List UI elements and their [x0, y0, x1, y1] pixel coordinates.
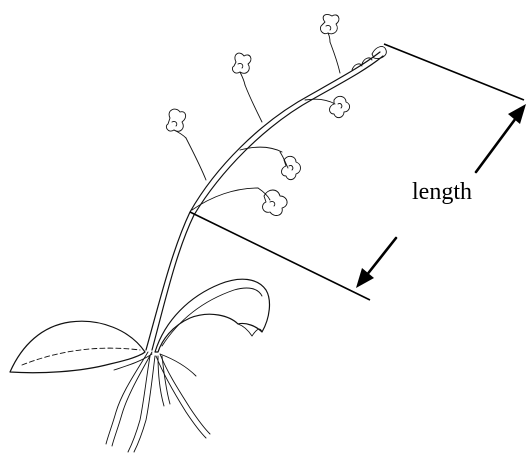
right-leaves	[155, 279, 269, 352]
flower-left-upper	[232, 53, 262, 122]
left-leaf	[10, 321, 145, 372]
flower-middle-right	[240, 147, 301, 179]
flower-stem	[146, 52, 383, 350]
flower-lower	[192, 188, 287, 215]
arrow-upper-shaft	[476, 118, 516, 172]
roots	[106, 352, 210, 452]
length-label: length	[410, 180, 474, 204]
length-measurement	[190, 44, 526, 300]
arrow-lower-shaft	[366, 238, 396, 276]
measure-top-line	[384, 44, 524, 100]
flower-top	[320, 14, 340, 73]
orchid-plant-drawing	[10, 14, 386, 452]
measure-bottom-line	[190, 212, 370, 300]
flower-right-upper	[305, 96, 350, 117]
flower-left-middle	[166, 109, 206, 180]
arrow-upper-head	[508, 104, 526, 124]
